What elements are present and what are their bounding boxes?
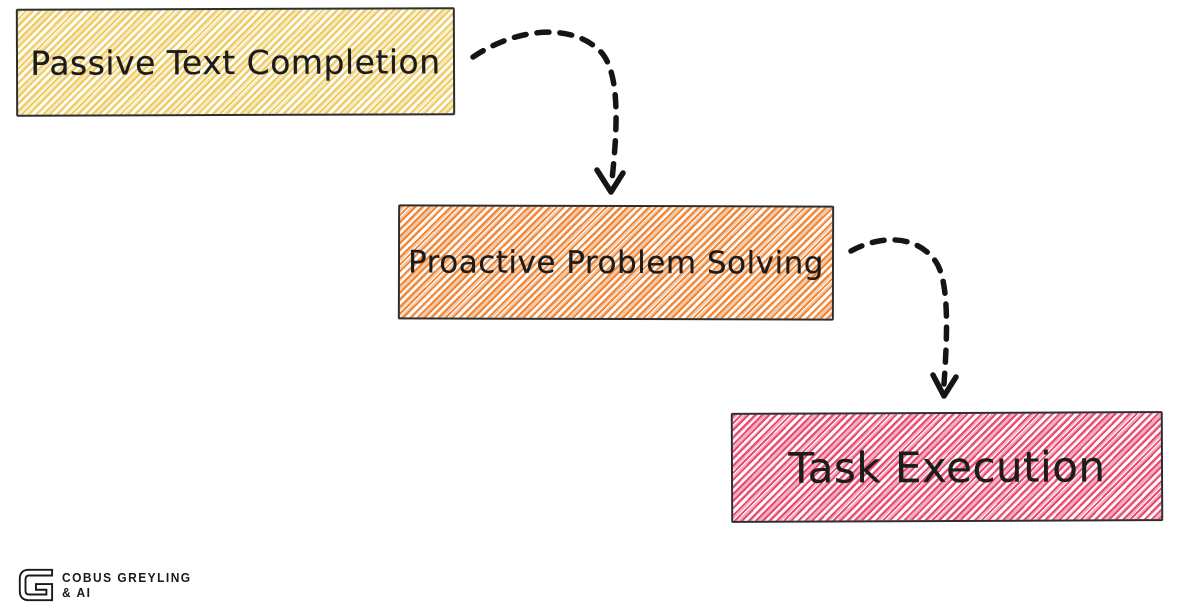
- node-label: Task Execution: [788, 441, 1106, 493]
- node-passive-text-completion: Passive Text Completion: [15, 7, 456, 117]
- brand-text: COBUS GREYLING & AI: [62, 570, 203, 600]
- node-label: Proactive Problem Solving: [408, 243, 824, 282]
- node-proactive-problem-solving: Proactive Problem Solving: [397, 204, 835, 321]
- brand-suffix: & AI: [62, 585, 92, 600]
- cobus-greyling-logo-g-icon: [18, 568, 54, 602]
- node-label: Passive Text Completion: [30, 41, 441, 83]
- arrow-proactive-to-task: [848, 237, 959, 399]
- branding-block: COBUS GREYLING & AI: [16, 565, 203, 605]
- node-task-execution: Task Execution: [730, 411, 1164, 523]
- brand-name: COBUS GREYLING: [62, 570, 192, 585]
- arrow-passive-to-proactive: [470, 29, 626, 195]
